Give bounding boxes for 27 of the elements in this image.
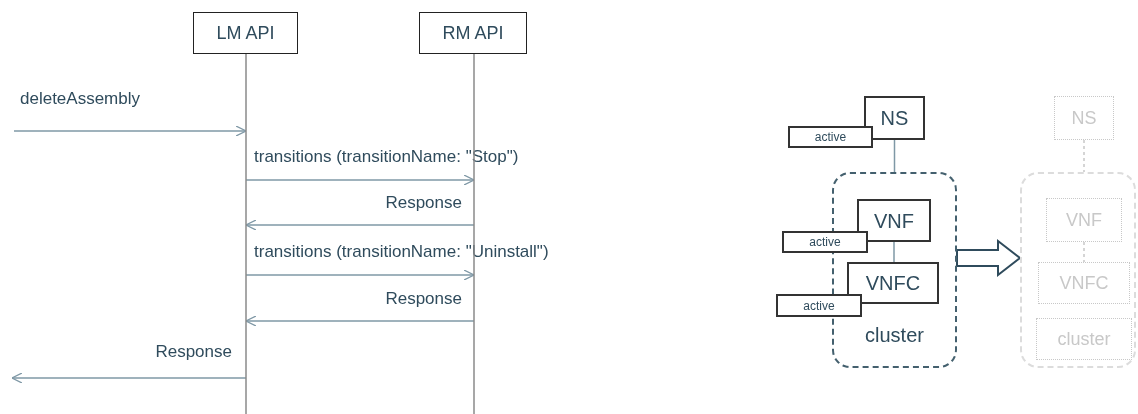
entity-box: VNF xyxy=(857,199,931,242)
message-arrow xyxy=(245,315,475,327)
participant-box: RM API xyxy=(419,12,527,54)
entity-box: NS xyxy=(864,96,925,140)
message-arrow xyxy=(13,125,247,137)
edge-label: transitions (transitionName: "Uninstall") xyxy=(254,241,549,263)
connector-line xyxy=(1083,241,1085,263)
connector-line xyxy=(893,139,896,173)
edge-label: transitions (transitionName: "Stop") xyxy=(254,146,519,168)
message-arrow xyxy=(245,269,475,281)
faded-cluster-group xyxy=(1020,172,1136,368)
entity-box: VNFC xyxy=(847,262,939,304)
group-label: cluster xyxy=(865,323,924,348)
participant-box: LM API xyxy=(193,12,298,54)
message-arrow xyxy=(245,219,475,231)
message-arrow xyxy=(245,174,475,186)
state-tag: active xyxy=(782,231,868,253)
edge-label: Response xyxy=(385,288,462,310)
edge-label: deleteAssembly xyxy=(20,88,140,110)
state-tag: active xyxy=(788,126,873,148)
edge-label: Response xyxy=(155,341,232,363)
connector-line xyxy=(1083,139,1085,173)
state-tag: active xyxy=(776,294,862,317)
edge-label: Response xyxy=(385,192,462,214)
connector-line xyxy=(893,241,895,263)
message-arrow xyxy=(11,372,247,384)
block-arrow xyxy=(956,238,1022,278)
